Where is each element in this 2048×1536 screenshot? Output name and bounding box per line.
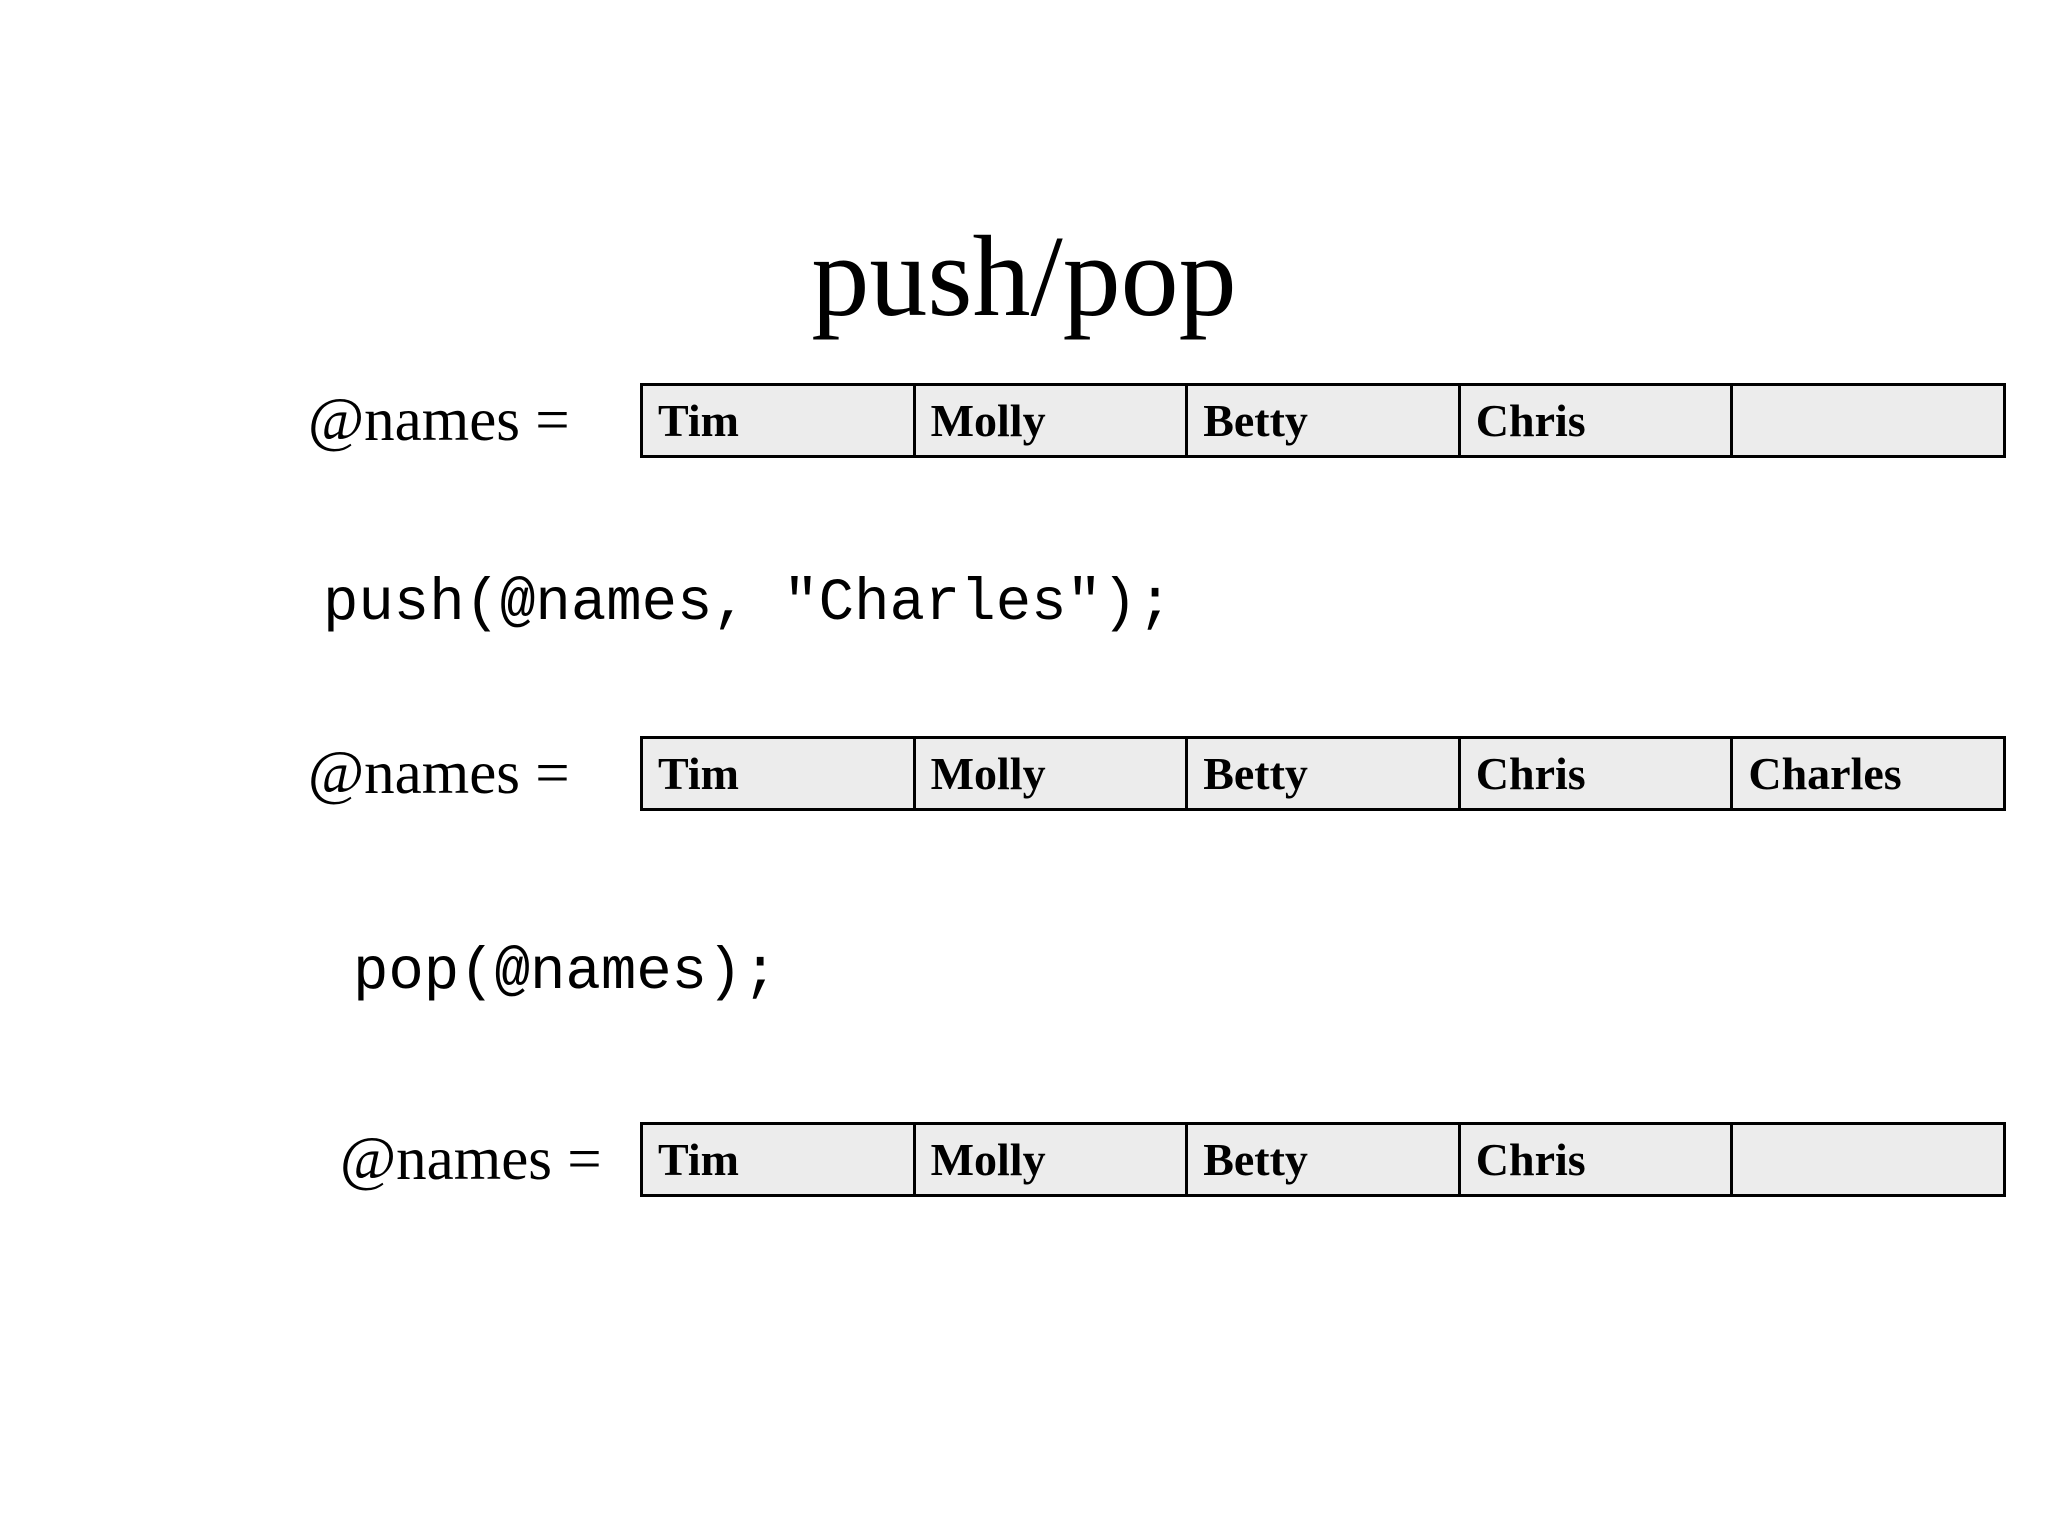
array-table-2: Tim Molly Betty Chris Charles [640,736,2006,811]
array-cell: Molly [912,1125,1186,1194]
array-cell: Tim [658,747,739,799]
array-cell: Charles [1730,739,2003,808]
array-table-3: Tim Molly Betty Chris [640,1122,2006,1197]
array-label-1: @names = [308,387,570,454]
array-cell: Chris [1457,1125,1731,1194]
array-cell: Molly [912,386,1186,455]
code-pop-statement: pop(@names); [353,939,778,1006]
array-table-1: Tim Molly Betty Chris [640,383,2006,458]
code-push-statement: push(@names, "Charles"); [323,570,1173,637]
array-cell: Tim [658,1133,739,1185]
array-cell: Chris [1457,386,1731,455]
slide-title: push/pop [811,213,1237,341]
array-cell-empty [1730,1125,2003,1194]
array-cell-empty [1730,386,2003,455]
array-label-3: @names = [340,1126,602,1193]
array-cell: Betty [1185,386,1458,455]
array-label-2: @names = [308,740,570,807]
array-cell: Betty [1185,1125,1458,1194]
array-cell: Tim [658,394,739,446]
array-cell: Molly [912,739,1186,808]
array-cell: Chris [1457,739,1731,808]
array-cell: Betty [1185,739,1458,808]
